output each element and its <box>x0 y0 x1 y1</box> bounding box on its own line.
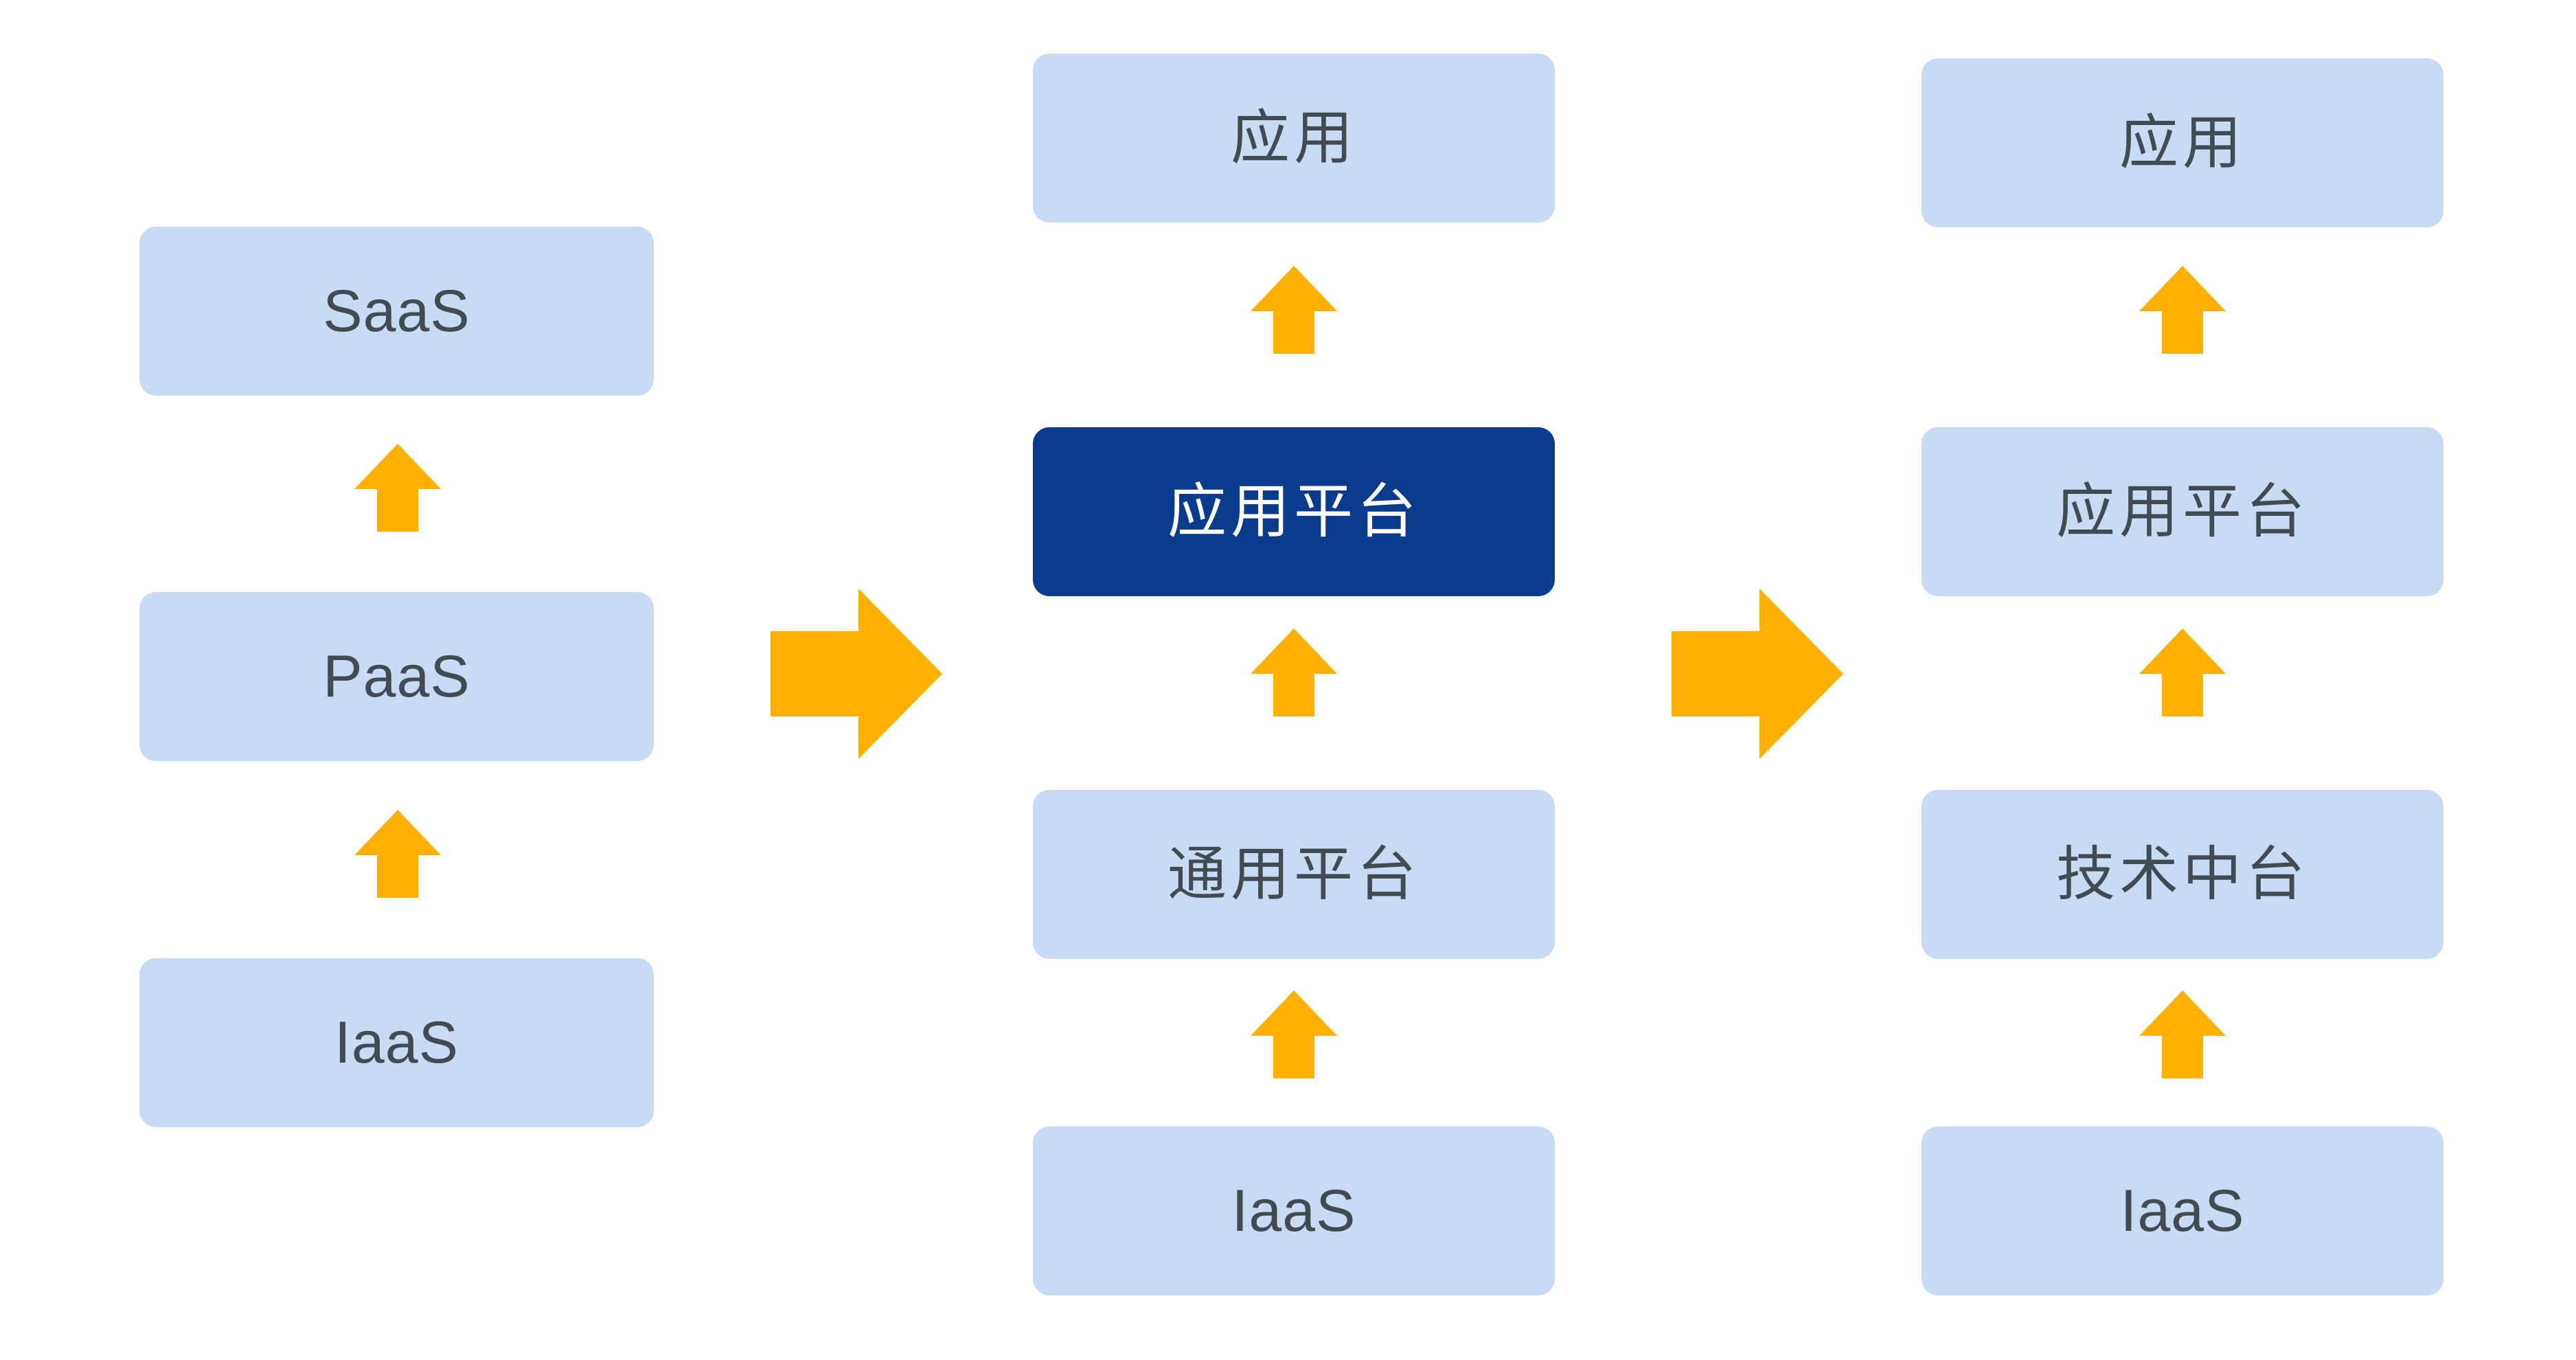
node-iaas-col3[interactable]: IaaS <box>1922 1126 2443 1295</box>
node-application-platform-col2[interactable]: 应用平台 <box>1033 427 1555 596</box>
node-saas[interactable]: SaaS <box>139 227 654 396</box>
node-label: 通用平台 <box>1167 841 1420 907</box>
arrow-right-icon <box>1672 589 1843 759</box>
node-application-col2[interactable]: 应用 <box>1033 54 1555 223</box>
arrow-up-icon <box>2139 266 2226 354</box>
arrow-up-icon <box>2139 990 2226 1078</box>
node-iaas[interactable]: IaaS <box>139 958 654 1127</box>
node-label: IaaS <box>334 1009 459 1076</box>
node-label: 应用 <box>1231 104 1357 171</box>
arrow-up-icon <box>354 810 441 898</box>
arrow-up-icon <box>2139 628 2226 716</box>
arrow-right-icon <box>771 589 942 759</box>
node-common-platform[interactable]: 通用平台 <box>1033 790 1555 959</box>
node-label: 应用 <box>2119 109 2246 176</box>
arrow-up-icon <box>354 444 441 532</box>
arrow-up-icon <box>1251 628 1337 716</box>
node-label: 应用平台 <box>2056 478 2309 545</box>
node-technology-middle-platform[interactable]: 技术中台 <box>1922 790 2443 959</box>
arrow-up-icon <box>1251 990 1337 1078</box>
node-label: IaaS <box>1231 1177 1356 1244</box>
node-paas[interactable]: PaaS <box>139 592 654 761</box>
node-label: 技术中台 <box>2056 841 2309 907</box>
node-application-col3[interactable]: 应用 <box>1922 58 2443 227</box>
node-application-platform-col3[interactable]: 应用平台 <box>1922 427 2443 596</box>
node-label: 应用平台 <box>1167 478 1420 545</box>
node-label: IaaS <box>2120 1177 2245 1244</box>
node-label: PaaS <box>323 643 470 710</box>
node-label: SaaS <box>323 277 470 344</box>
node-iaas-col2[interactable]: IaaS <box>1033 1126 1555 1295</box>
arrow-up-icon <box>1251 266 1337 354</box>
